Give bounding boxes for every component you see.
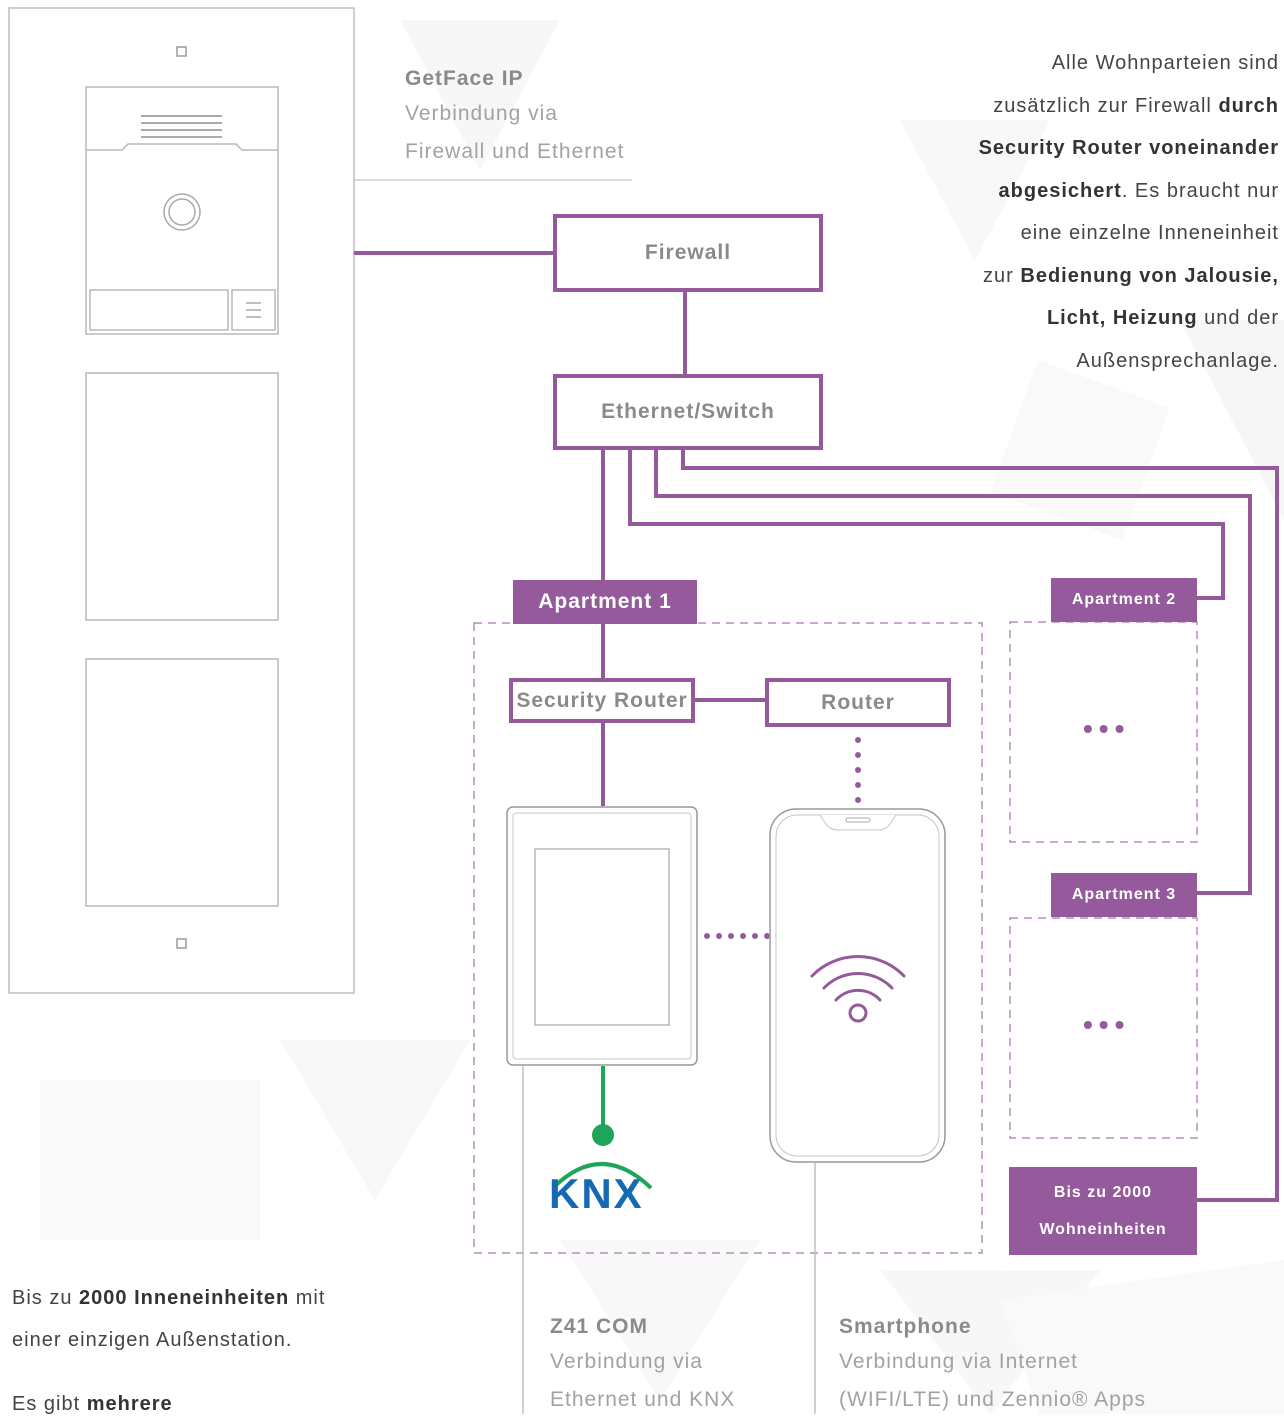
z41-title: Z41 COM	[550, 1315, 649, 1338]
security-router-box: Security Router	[509, 678, 695, 723]
smartphone-device	[769, 808, 946, 1163]
info-paragraph-bottom: Bis zu 2000 Inneneinheiten mit einer ein…	[12, 1287, 326, 1415]
apartment-3-tag: Apartment 3	[1051, 873, 1197, 917]
z41-line1: Verbindung via	[550, 1350, 703, 1373]
camera-icon	[163, 193, 201, 231]
apartment-2-ellipsis: •••	[1083, 713, 1131, 744]
more-apartments-tag: Bis zu 2000 Wohneinheiten	[1009, 1167, 1197, 1255]
z41-com-label: Z41 COM Verbindung via Ethernet und KNX	[550, 1311, 735, 1419]
smartphone-title: Smartphone	[839, 1315, 972, 1338]
smartphone-label: Smartphone Verbindung via Internet (WIFI…	[839, 1311, 1146, 1419]
firewall-box: Firewall	[553, 214, 823, 292]
getface-line1: Verbindung via	[405, 102, 558, 125]
outdoor-station-panel	[8, 7, 355, 994]
getface-line2: Firewall und Ethernet	[405, 140, 625, 163]
apartment-3-ellipsis: •••	[1083, 1009, 1131, 1040]
knx-logo: KNX	[549, 1170, 644, 1217]
ethernet-switch-box: Ethernet/Switch	[553, 374, 823, 450]
smartphone-line2: (WIFI/LTE) und Zennio® Apps	[839, 1388, 1147, 1411]
getface-label: GetFace IP Verbindung via Firewall und E…	[405, 63, 624, 171]
wifi-link-dots	[855, 737, 861, 803]
router-box: Router	[765, 678, 951, 727]
speaker-grille-icon	[141, 115, 222, 138]
apartment-1-tag: Apartment 1	[513, 580, 697, 624]
info-paragraph-right: Alle Wohnparteien sind zusätzlich zur Fi…	[978, 52, 1279, 372]
device-link-dots	[704, 933, 770, 939]
z41-com-device	[506, 806, 698, 1066]
apartment-2-tag: Apartment 2	[1051, 578, 1197, 622]
wifi-icon	[810, 954, 906, 1023]
smartphone-line1: Verbindung via Internet	[839, 1350, 1078, 1373]
z41-line2: Ethernet und KNX	[550, 1388, 736, 1411]
getface-title: GetFace IP	[405, 67, 524, 90]
knx-logo-arc	[551, 1162, 653, 1190]
